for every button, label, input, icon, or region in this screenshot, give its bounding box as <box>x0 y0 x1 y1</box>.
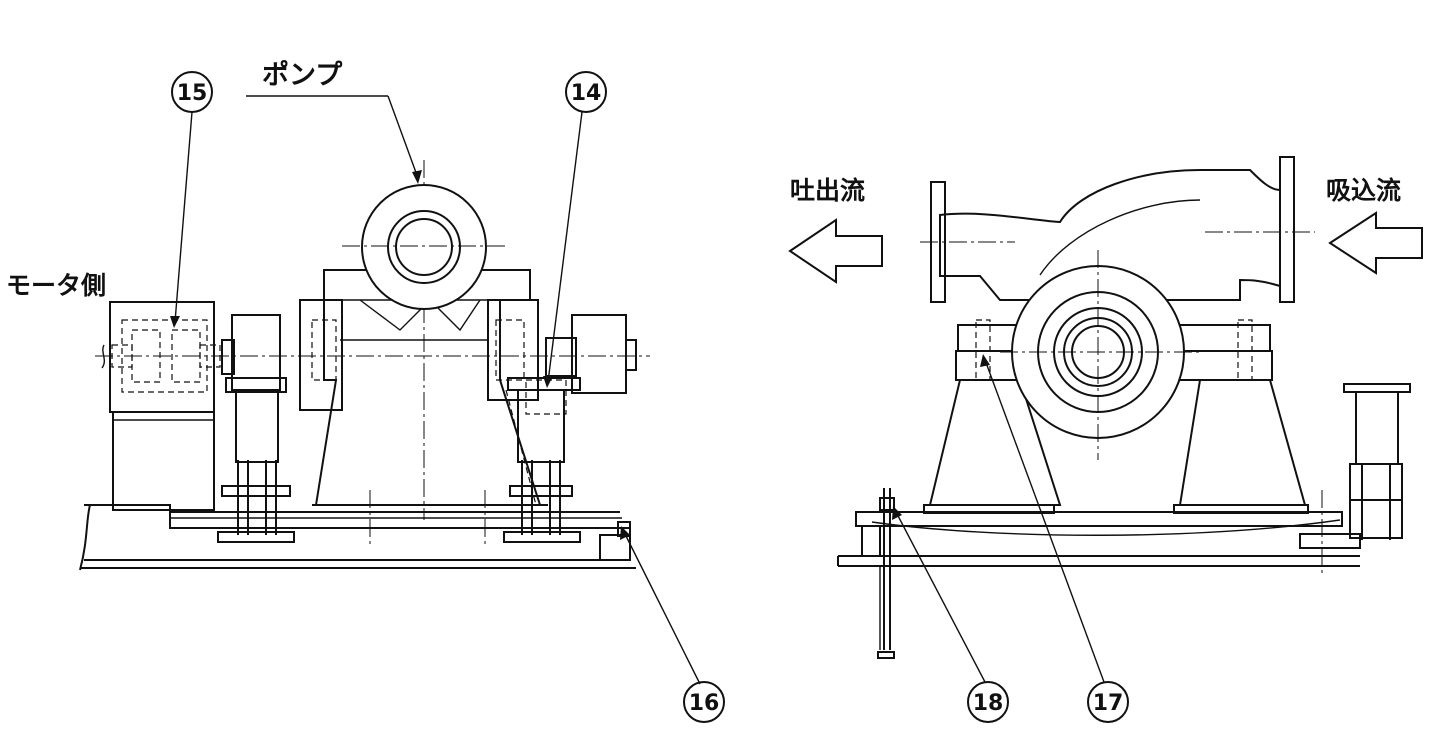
foundation-break-line <box>79 504 91 571</box>
discharge-flow-label: 吐出流 <box>790 176 865 205</box>
side-view-leaders <box>170 95 701 685</box>
callout-16: 16 <box>683 681 725 723</box>
left-foundation <box>84 504 631 561</box>
callout-16-number: 16 <box>689 691 720 716</box>
side-view <box>79 160 650 571</box>
callout-14-number: 14 <box>571 81 602 106</box>
front-base-plate <box>855 511 1343 527</box>
discharge-arrow <box>788 218 883 284</box>
callout-17-number: 17 <box>1093 691 1124 716</box>
flow-arrows <box>788 211 1423 284</box>
suction-flow-label: 吸込流 <box>1326 176 1401 205</box>
suction-arrow <box>1328 211 1423 275</box>
callout-14: 14 <box>565 71 607 113</box>
callout-17: 17 <box>1087 681 1129 723</box>
motor-side-label: モータ側 <box>6 271 106 300</box>
callout-18-number: 18 <box>973 691 1004 716</box>
pump-label: ポンプ <box>262 60 343 91</box>
callout-18: 18 <box>967 681 1009 723</box>
front-view-leaders <box>892 354 1105 683</box>
pump-volute-upper <box>939 169 1281 301</box>
pump-outer-circle <box>361 184 487 310</box>
front-view <box>837 156 1411 659</box>
callout-15: 15 <box>171 71 213 113</box>
callout-15-number: 15 <box>177 81 208 106</box>
